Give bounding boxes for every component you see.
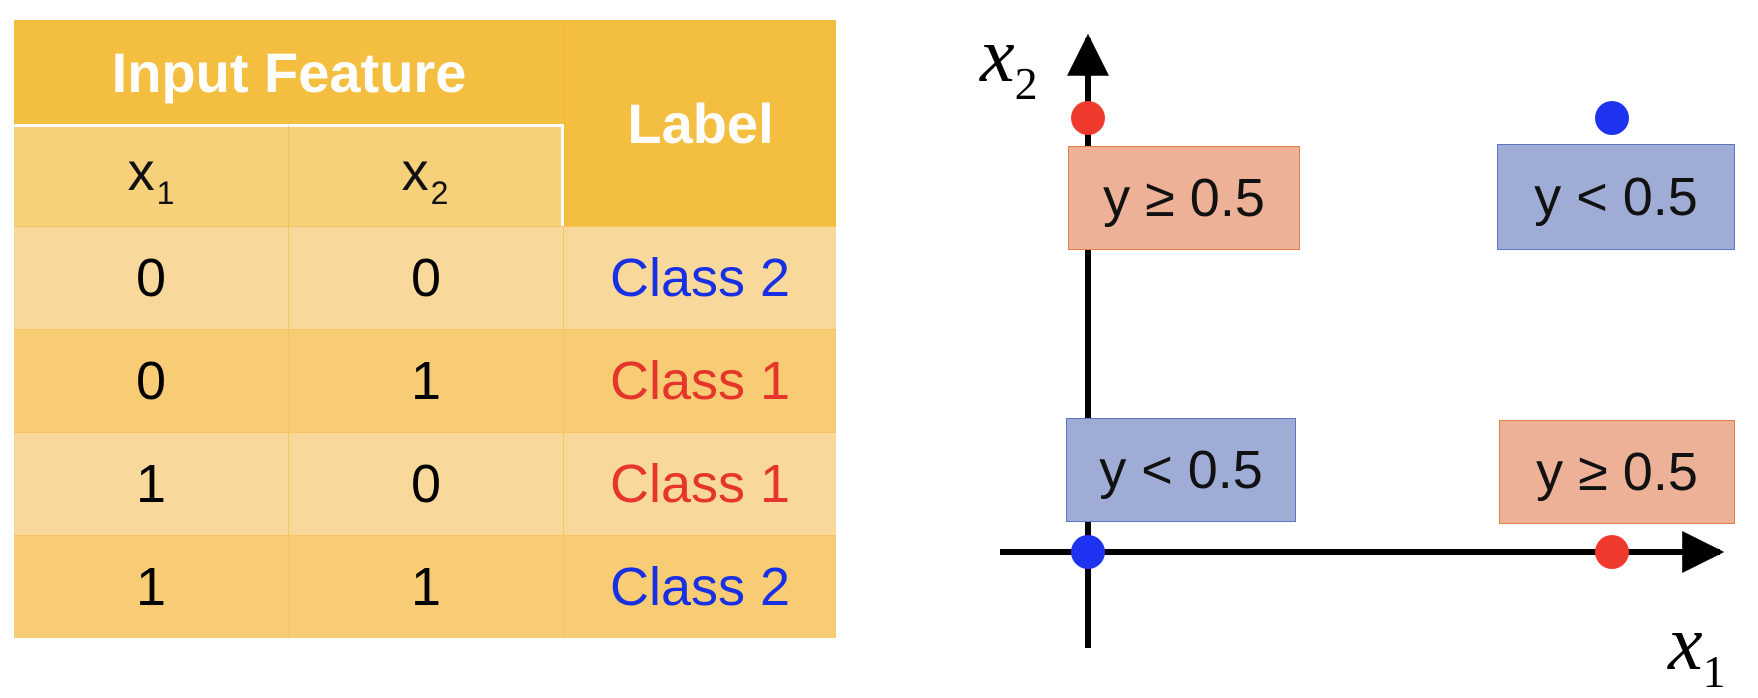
cell-x2: 0: [289, 432, 564, 535]
cell-label-text: Class 2: [609, 557, 791, 617]
data-point: [1071, 535, 1105, 569]
header-input-feature-text: Input Feature: [111, 40, 467, 104]
xor-plot: x2 x1 y ≥ 0.5 y < 0.5 y < 0.5 y ≥ 0.5: [950, 0, 1758, 698]
header-label-text: Label: [627, 91, 774, 155]
data-point: [1595, 101, 1629, 135]
cell-label: Class 2: [564, 535, 836, 638]
plot-canvas: [1000, 33, 1725, 648]
header-input-feature: Input Feature: [14, 20, 564, 124]
cell-x2: 1: [289, 329, 564, 432]
region-label: y ≥ 0.5: [1068, 146, 1300, 250]
y-axis-label: x2: [980, 11, 1038, 109]
cell-x1: 1: [14, 535, 289, 638]
cell-x2-text: 1: [410, 351, 442, 411]
header-label: Label: [564, 20, 836, 226]
cell-x2-text: 1: [410, 557, 442, 617]
subheader-x2-text: x2: [401, 142, 449, 211]
x-axis-label: x1: [1668, 599, 1726, 697]
cell-x1-text: 0: [135, 248, 167, 308]
subheader-x2: x2: [289, 124, 564, 226]
cell-x2: 1: [289, 535, 564, 638]
cell-x1: 0: [14, 226, 289, 329]
region-label: y < 0.5: [1066, 418, 1296, 522]
cell-label-text: Class 1: [609, 351, 791, 411]
data-point: [1595, 535, 1629, 569]
cell-x2-text: 0: [410, 454, 442, 514]
cell-x2-text: 0: [410, 248, 442, 308]
cell-x2: 0: [289, 226, 564, 329]
cell-label: Class 1: [564, 432, 836, 535]
subheader-x1: x1: [14, 124, 289, 226]
region-label: y ≥ 0.5: [1499, 420, 1735, 524]
data-point: [1071, 101, 1105, 135]
cell-x1-text: 0: [135, 351, 167, 411]
cell-x1-text: 1: [135, 557, 167, 617]
cell-x1: 0: [14, 329, 289, 432]
cell-label-text: Class 1: [609, 454, 791, 514]
cell-label: Class 1: [564, 329, 836, 432]
region-label: y < 0.5: [1497, 144, 1735, 250]
cell-x1: 1: [14, 432, 289, 535]
cell-label-text: Class 2: [609, 248, 791, 308]
subheader-x1-text: x1: [127, 142, 175, 211]
cell-label: Class 2: [564, 226, 836, 329]
cell-x1-text: 1: [135, 454, 167, 514]
